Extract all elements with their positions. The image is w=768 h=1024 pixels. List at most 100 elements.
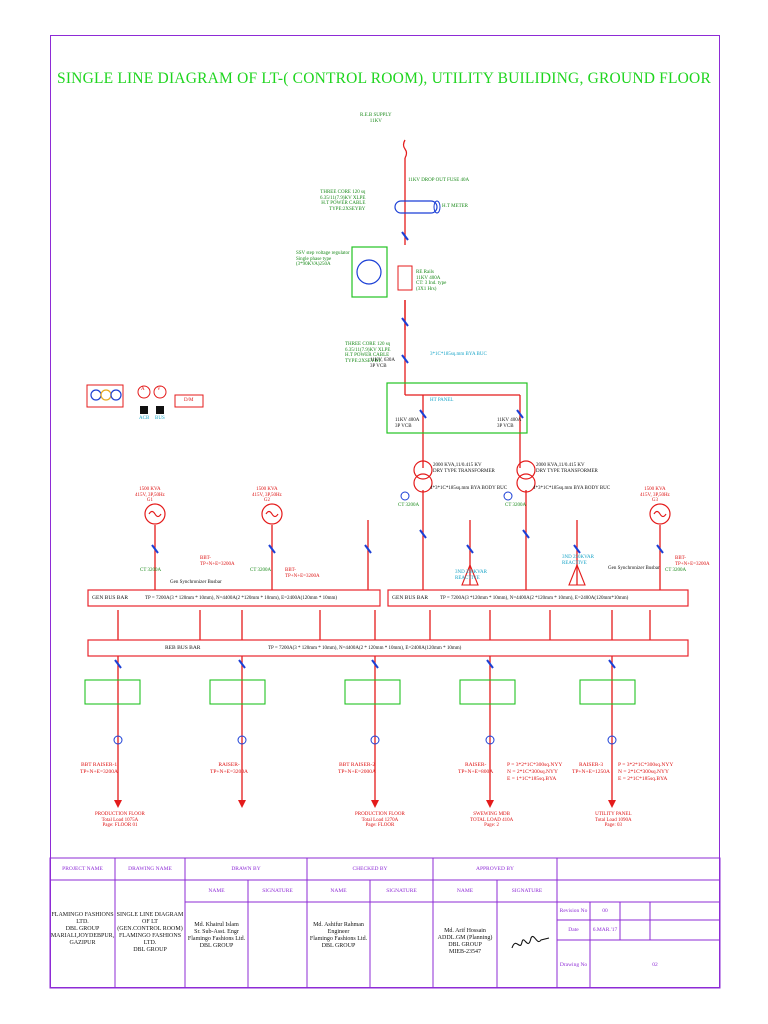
generator-g1-icon [144,503,166,525]
tb-checked-sig-col: SIGNATURE [386,888,417,894]
tb-checked-name-col: NAME [330,888,347,894]
tb-dwg-value: 02 [652,962,658,968]
transformer-right-icon [516,460,536,493]
pfi-right-icon [568,563,586,586]
legend-dm-label: D/M [184,398,194,403]
pfi-left-icon [461,563,479,586]
gen-busbar-right [387,589,689,607]
outgoing-box-3 [344,679,401,705]
gen-busbar-right-spec: TP = 7200A(3 *120mm * 10mm), N=4400A(2 *… [440,596,629,601]
tb-drawn-sig-col: SIGNATURE [262,888,293,894]
tb-drawn-header: DRAWN BY [231,866,261,872]
ammeter-icon [137,385,151,399]
reb-busbar-label: REB BUS BAR [165,645,201,651]
gen-sync-right-label: Gen Synchronizer Busbar [608,566,660,571]
ct4-label: CT 3200A [505,503,527,508]
breaker-marks [114,231,664,669]
ct1-label: CT 3200A [140,568,162,573]
bbt3-label: BBT-TP+N+E=3200A [675,556,710,567]
approver-signature [511,936,550,949]
ct3-label: CT 3200A [398,503,420,508]
legend-bus-label: BUS [155,416,165,421]
gen-busbar-left-label: GEN BUS BAR [92,595,129,601]
gen-busbar-left [87,589,381,607]
supply-wave [402,139,408,159]
gen-busbar-right-label: GEN BUS BAR [392,595,429,601]
ht-panel-label: HT PANEL [430,398,454,403]
tb-project-header: PROJECT NAME [62,866,103,872]
ssr-icon [356,259,382,285]
outgoing-box-1 [84,679,141,705]
tb-drawing-header: DRAWING NAME [128,866,172,872]
bbt1-label: BBT-TP+N+E=3200A [200,556,235,567]
title-block [49,857,721,989]
ht-panel-box [386,382,528,434]
tb-checked-header: CHECKED BY [352,866,388,872]
bbt2-label: BBT-TP+N+E=3200A [285,568,320,579]
legend-voltmeter-label: V [157,387,161,392]
ssr-box [351,246,388,298]
legend-acb-icon [140,406,148,414]
transformer-left-icon [413,460,433,493]
gen-sync-left-label: Gen Synchronizer Busbar [170,580,222,585]
outgoing-4-label: RAISER-TP+N+E=800A [458,762,494,775]
tb-rev-value: 00 [602,908,608,914]
tb-drawn-name-col: NAME [208,888,225,894]
generator-g3-icon [649,503,671,525]
outgoing-box-5 [579,679,636,705]
outgoing-2-label: RAISER-TP+N+E=3200A [210,762,249,775]
meter-label: H.T METER [442,204,469,209]
legend-ammeter-label: A [141,387,145,392]
legend-acb-label: ACB [139,416,150,421]
legend-dm-box [174,394,204,408]
legend-bus-icon [156,406,164,414]
ht-meter-icon [394,200,441,214]
outgoing-box-2 [209,679,266,705]
reb-busbar-spec: TP = 7200A(3 * 120mm * 10mm), N=4400A(2 … [268,646,462,651]
tb-approved-name-col: NAME [456,888,474,894]
diagram-title: SINGLE LINE DIAGRAM OF LT-( CONTROL ROOM… [57,70,711,87]
voltmeter-icon [153,385,167,399]
dropout-fuse-label: 11KV DROP OUT FUSE 40A [408,178,470,183]
gen-busbar-left-spec: TP = 7200A(3 * 120mm * 10mm), N=4400A(2 … [145,596,338,601]
tr-left-cable-label: 4*3*1C*185sq.mm BYA BODY BUC [430,486,508,491]
tr-right-cable-label: 4*3*1C*185sq.mm BYA BODY BUC [533,486,611,491]
tb-date-label: Date [568,927,579,933]
tb-approved-header: APPROVED BY [475,866,515,872]
ct2-label: CT 3200A [250,568,272,573]
outgoing-box-4 [459,679,516,705]
legend-meter-icon [90,389,102,401]
incoming-cable-label: 3*1C*185sq.mm BYA BUC [430,352,487,357]
tb-approved-sig-col: SIGNATURE [511,888,543,894]
tb-rev-label: Revision No [559,908,588,914]
generator-g2-icon [261,503,283,525]
